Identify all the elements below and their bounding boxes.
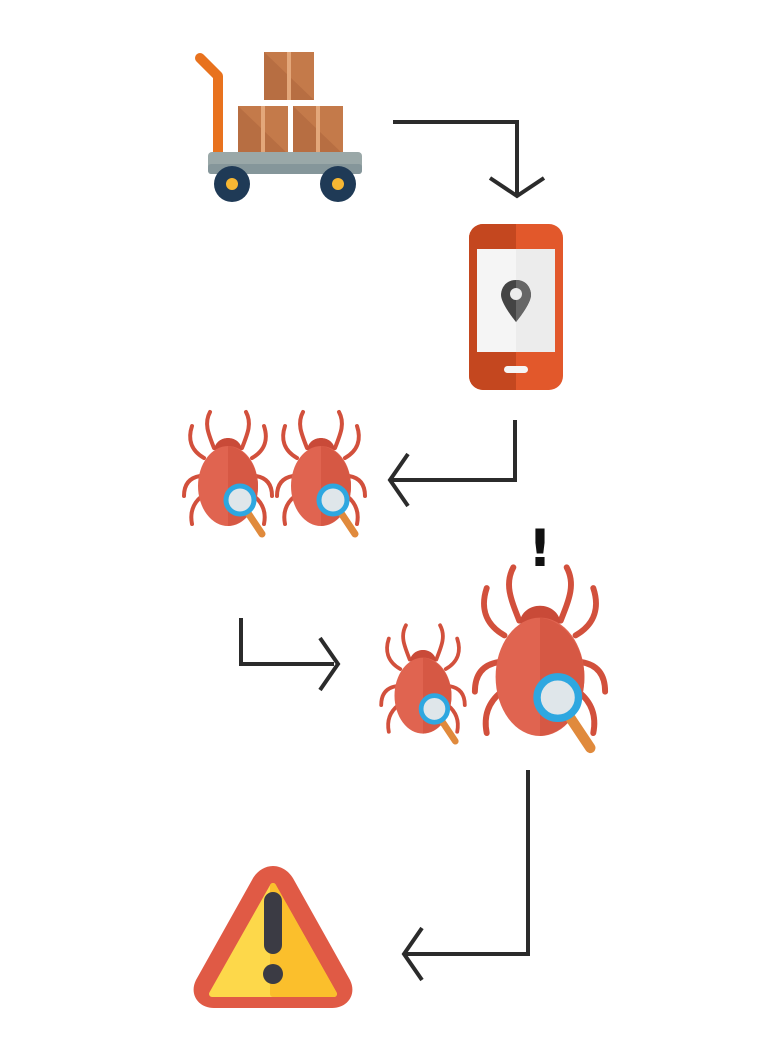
mite-inspection-icon	[381, 625, 465, 741]
cart-with-boxes-icon	[195, 52, 362, 202]
arrow-cart-to-phone	[393, 120, 546, 199]
warning-icon	[193, 866, 353, 1008]
large-mite-inspection-icon	[475, 567, 605, 748]
arrow-mites-to-growth	[239, 618, 341, 692]
location-pin-icon	[501, 280, 531, 322]
mite-inspection-icon	[277, 412, 365, 534]
arrow-phone-to-mites	[387, 420, 517, 508]
arrow-growth-to-warning	[401, 770, 530, 982]
smartphone-location-icon	[469, 224, 563, 390]
mite-inspection-icon	[184, 412, 272, 534]
exclamation-mark: !	[528, 519, 552, 579]
